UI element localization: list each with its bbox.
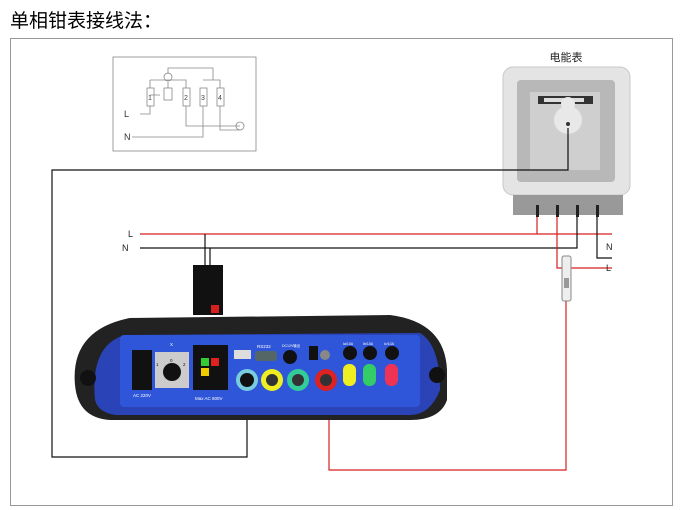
l-left-label: L	[128, 229, 133, 239]
port-ib-label: Ib/10A	[363, 342, 374, 346]
switch-pos-2: 2	[183, 362, 186, 367]
n-line-black	[140, 217, 612, 259]
current-clamp	[561, 255, 572, 302]
l-line-out	[556, 217, 612, 269]
l-right-label: L	[606, 263, 611, 273]
terminal-3-label: 3	[201, 95, 205, 102]
n-left-label: N	[122, 243, 129, 253]
page-title: 单相钳表接线法：	[10, 10, 163, 32]
diagram-frame	[10, 38, 673, 506]
switch-pos-0: 0	[170, 358, 173, 363]
red-clamp-lead	[328, 300, 567, 471]
terminal-2-label: 2	[184, 95, 188, 102]
schematic-inset	[112, 56, 257, 152]
terminal-4-label: 4	[218, 95, 222, 102]
l-line-red	[140, 217, 612, 235]
black-test-lead	[51, 128, 569, 458]
port-ia-label: Ia/10A	[343, 342, 354, 346]
dc-out-label: DC12V输出	[282, 343, 301, 348]
switch-x-label: X	[170, 342, 173, 347]
analyzer-device	[74, 265, 447, 420]
switch-pos-1: 1	[156, 362, 159, 367]
schematic-l-label: L	[124, 109, 129, 119]
meter-label: 电能表	[550, 50, 583, 64]
energy-meter	[502, 66, 631, 217]
rs232-label: RS232	[257, 344, 271, 349]
voltage-input-label: Max AC 600V	[195, 396, 223, 401]
terminal-1-label: 1	[148, 95, 152, 102]
power-label: AC 220V	[133, 393, 151, 398]
n-right-label: N	[606, 242, 613, 252]
schematic-n-label: N	[124, 132, 131, 142]
port-ic-label: Ic/10A	[384, 342, 395, 346]
voltage-leads	[204, 234, 211, 268]
